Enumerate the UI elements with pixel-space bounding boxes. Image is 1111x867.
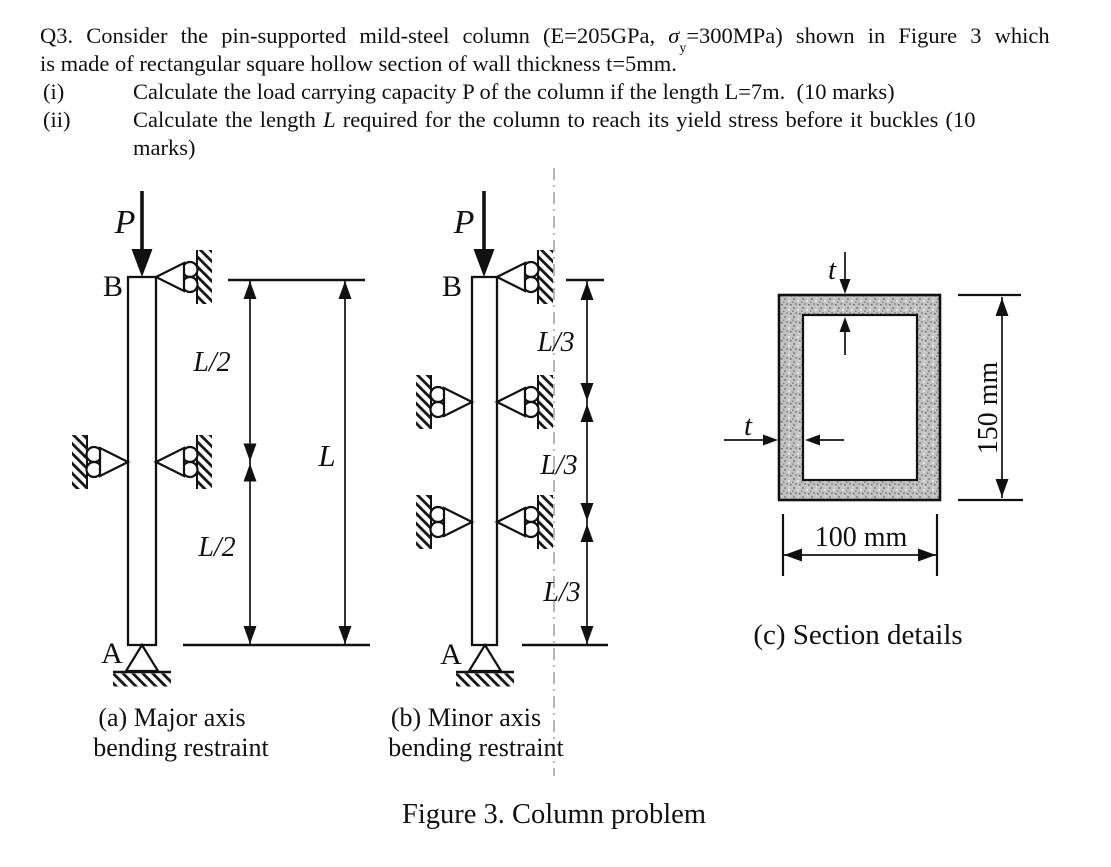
thickness-label-top: t: [828, 254, 837, 286]
load-arrow-head-b: [473, 249, 495, 277]
roller-support-top-right-a: [154, 248, 214, 306]
dim-arrow: [243, 281, 257, 299]
dim-label-l3-2: L/3: [539, 450, 577, 481]
dim-label-l2-bottom: L/2: [197, 532, 235, 563]
dim-arrow: [338, 626, 352, 644]
node-label-b-a: B: [103, 270, 123, 303]
dim-arrow: [580, 383, 594, 401]
thickness-arrow-top-inner-head: [839, 317, 851, 332]
dim-arrow: [580, 282, 594, 300]
dim-arrow: [580, 503, 594, 521]
dim-arrow: [243, 626, 257, 644]
dim-arrow: [995, 298, 1009, 316]
load-label-a: P: [114, 204, 136, 241]
roller-support-top-right-b: [495, 248, 555, 306]
dim-arrow: [995, 479, 1009, 497]
roller-support-mid-right-a: [154, 433, 214, 491]
node-label-b-b: B: [442, 270, 462, 303]
dim-arrow: [918, 548, 936, 562]
section-inner-void: [801, 313, 919, 482]
thickness-arrow-top-outer-head: [839, 279, 851, 294]
dim-arrow: [338, 281, 352, 299]
caption-b-line1: (b) Minor axis: [391, 703, 541, 732]
roller-support-third2-left-b: [414, 493, 474, 551]
dim-arrow: [243, 443, 257, 462]
roller-support-third1-right-b: [495, 373, 555, 431]
dim-label-total-l: L: [317, 438, 335, 473]
width-dim-label: 100 mm: [815, 522, 908, 553]
diagram-c-section: t t 150 mm 100 mm (c) Section details: [724, 252, 1023, 651]
question-line1-post: =300MPa) shown in Figure 3 which: [686, 23, 1050, 48]
item-ii-post: required for the column to reach its yie…: [335, 107, 976, 132]
question-line-2: is made of rectangular square hollow sec…: [40, 51, 677, 76]
thickness-label-left: t: [744, 410, 753, 442]
pin-support-b: [454, 643, 516, 688]
column-b: [470, 275, 499, 647]
question-line-1: Q3. Consider the pin-supported mild-stee…: [40, 22, 1050, 55]
item-ii-pre: Calculate the length: [133, 107, 324, 132]
dim-arrow: [784, 548, 802, 562]
node-label-a-b: A: [440, 638, 462, 671]
item-ii-text: Calculate the length L required for the …: [133, 106, 976, 134]
dim-arrow: [580, 626, 594, 644]
dim-label-l2-top: L/2: [192, 347, 230, 378]
caption-a-line1: (a) Major axis: [98, 703, 245, 732]
column-a: [126, 275, 158, 647]
caption-b-line2: bending restraint: [388, 733, 564, 762]
sigma-symbol: σ: [668, 23, 680, 48]
dim-arrow: [243, 463, 257, 482]
item-ii-continuation: marks): [133, 135, 196, 160]
dim-arrow: [580, 404, 594, 422]
diagram-a-major-axis: P B A L/2 L/2 L (a) Major axis bending r…: [70, 191, 370, 762]
sigma-subscript: y: [679, 40, 687, 56]
roller-support-mid-left-a: [70, 433, 130, 491]
thickness-arrow-left-outer-head: [763, 434, 778, 446]
question-line1-pre: Q3. Consider the pin-supported mild-stee…: [40, 23, 669, 48]
figure-caption: Figure 3. Column problem: [402, 799, 706, 830]
roller-support-third1-left-b: [414, 373, 474, 431]
caption-a-line2: bending restraint: [93, 733, 269, 762]
roller-support-third2-right-b: [495, 493, 555, 551]
height-dim-label: 150 mm: [973, 362, 1004, 455]
load-label-b: P: [453, 204, 475, 241]
caption-c: (c) Section details: [753, 619, 962, 651]
diagram-b-minor-axis: P B A L/3 L/3 L/3 (b) Minor axis bending…: [388, 168, 608, 776]
item-ii-length-var: L: [323, 107, 336, 132]
item-ii-number: (ii): [43, 107, 71, 132]
thickness-arrow-left-inner-head: [805, 434, 820, 446]
dim-label-l3-3: L/3: [542, 577, 580, 608]
item-i-text: Calculate the load carrying capacity P o…: [133, 79, 895, 104]
load-arrow-head-a: [131, 249, 153, 277]
node-label-a-a: A: [101, 637, 123, 670]
item-i-number: (i): [43, 79, 65, 104]
dim-arrow: [580, 524, 594, 542]
dim-label-l3-1: L/3: [536, 327, 574, 358]
